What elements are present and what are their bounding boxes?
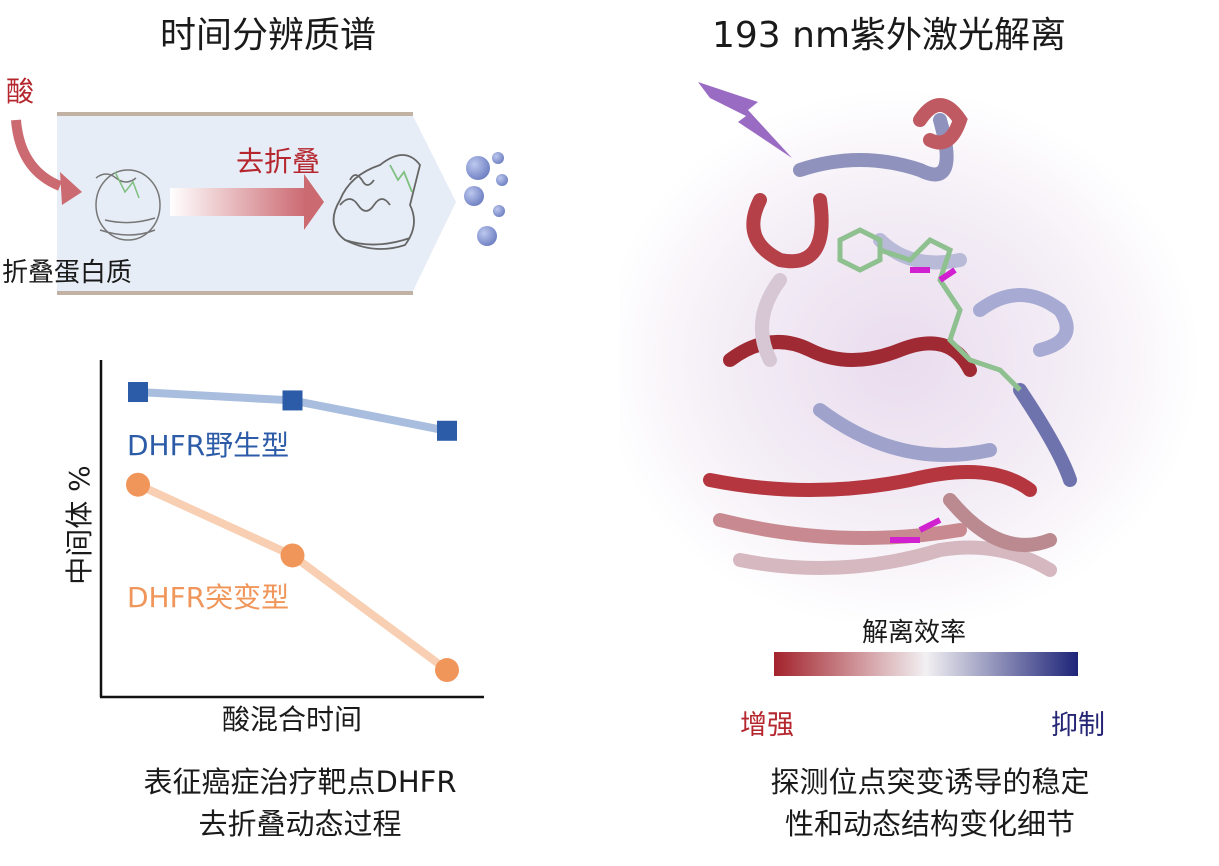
colorbar-title: 解离效率	[862, 618, 967, 648]
tube-wall-top	[57, 112, 413, 116]
unfold-arrow-icon	[170, 188, 305, 216]
data-point	[280, 543, 305, 568]
droplet	[466, 156, 490, 180]
data-point	[282, 390, 303, 411]
droplet	[464, 186, 484, 206]
right-caption-line-2: 性和动态结构变化细节	[784, 807, 1075, 841]
colorbar-high-label: 抑制	[1051, 710, 1105, 741]
series-label-mutant: DHFR突变型	[127, 581, 290, 614]
left-caption-line-2: 去折叠动态过程	[198, 807, 402, 841]
left-title: 时间分辨质谱	[160, 15, 377, 56]
colorbar	[774, 652, 1078, 676]
droplet	[496, 174, 508, 186]
laser-bolt-icon	[698, 82, 792, 158]
folded-protein-label: 折叠蛋白质	[2, 258, 133, 288]
colorbar-low-label: 增强	[740, 710, 794, 741]
right-title: 193 nm紫外激光解离	[712, 15, 1067, 56]
series-label-wild-type: DHFR野生型	[127, 429, 290, 462]
acid-label: 酸	[6, 75, 35, 108]
line-chart	[99, 360, 484, 699]
left-caption-line-1: 表征癌症治疗靶点DHFR	[143, 765, 457, 799]
unfold-label: 去折叠	[236, 145, 321, 178]
folded-protein-icon	[95, 169, 161, 241]
tube-wall-bottom	[57, 291, 413, 295]
data-point	[435, 658, 459, 683]
flow-diagram	[11, 112, 508, 295]
y-axis-label: 中间体 %	[63, 465, 96, 585]
droplet	[492, 152, 504, 164]
unfolded-protein-icon	[332, 154, 421, 250]
protein-structure	[620, 82, 1200, 620]
droplet	[477, 226, 497, 246]
data-point	[128, 382, 148, 403]
data-point	[126, 472, 150, 497]
data-point	[437, 420, 457, 441]
right-caption-line-1: 探测位点突变诱导的稳定	[770, 765, 1090, 799]
x-axis-label: 酸混合时间	[222, 703, 363, 736]
droplet	[493, 205, 505, 217]
acid-arrow-icon	[11, 119, 63, 191]
